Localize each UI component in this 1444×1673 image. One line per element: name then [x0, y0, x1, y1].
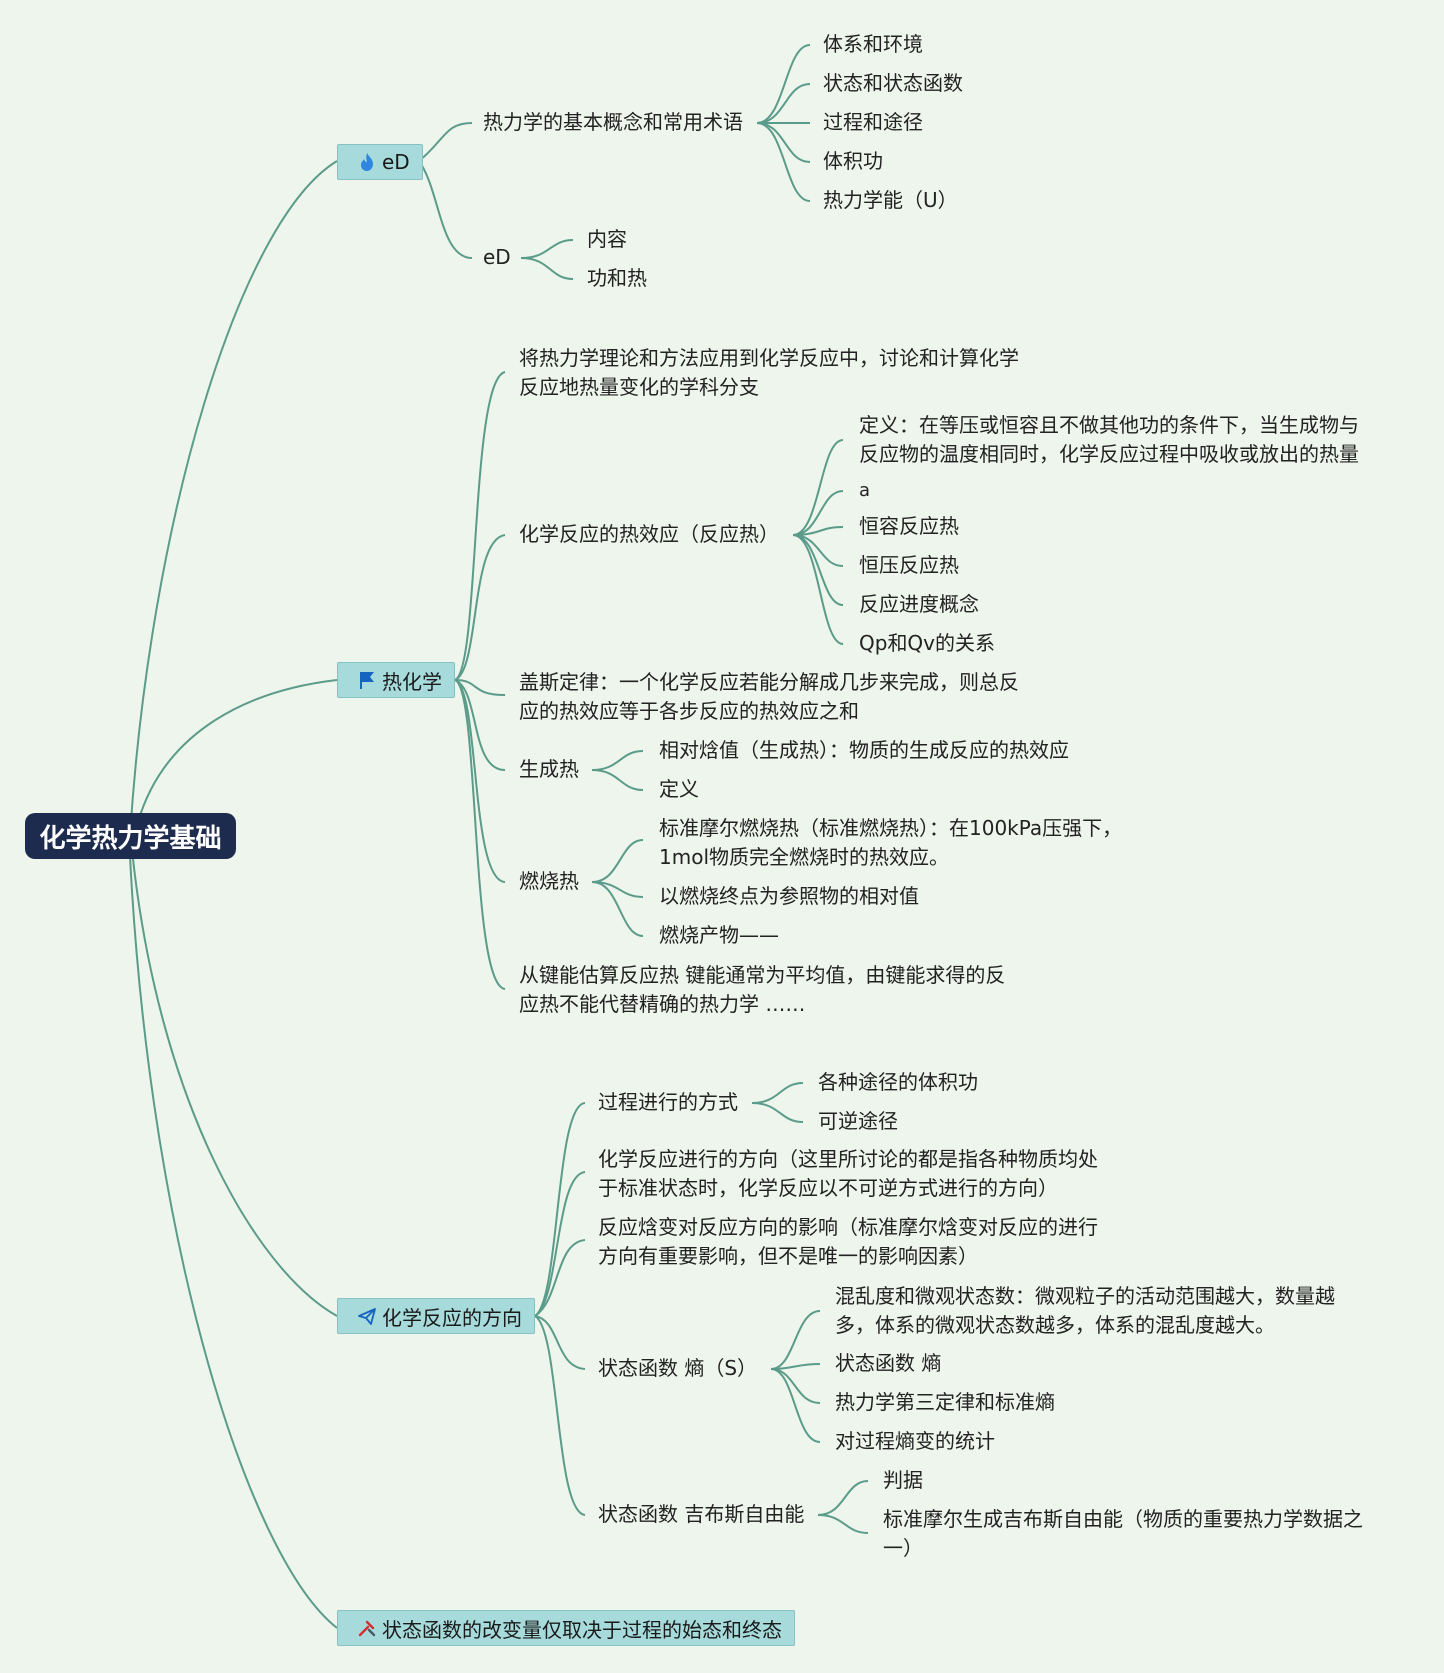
- link-root-b4: [129, 855, 338, 1629]
- node-item[interactable]: 内容: [587, 227, 627, 251]
- node-heat-effect[interactable]: 化学反应的热效应（反应热）: [519, 522, 779, 546]
- node-intro[interactable]: 将热力学理论和方法应用到化学反应中，讨论和计算化学 反应地热量变化的学科分支: [519, 346, 1019, 399]
- node-item[interactable]: a: [859, 480, 871, 501]
- node-item[interactable]: Qp和Qv的关系: [859, 631, 996, 655]
- branch-thermochemistry[interactable]: 热化学: [337, 662, 455, 698]
- node-item[interactable]: 体积功: [823, 149, 883, 173]
- node-item[interactable]: 状态和状态函数: [823, 71, 963, 95]
- node-direction[interactable]: 化学反应进行的方向（这里所讨论的都是指各种物质均处 于标准状态时，化学反应以不可…: [598, 1147, 1098, 1200]
- node-item[interactable]: 过程和途径: [823, 110, 923, 134]
- link-root-b2: [137, 679, 338, 823]
- node-entropy[interactable]: 状态函数 熵（S）: [598, 1356, 758, 1380]
- node-item[interactable]: 对过程熵变的统计: [835, 1429, 995, 1453]
- node-formation-heat[interactable]: 生成热: [519, 757, 579, 781]
- fire-icon: [356, 151, 378, 173]
- node-gibbs[interactable]: 状态函数 吉布斯自由能: [598, 1502, 805, 1526]
- root-node[interactable]: 化学热力学基础: [25, 813, 236, 859]
- node-item[interactable]: 反应进度概念: [859, 592, 979, 616]
- node-item[interactable]: 定义: [659, 777, 699, 801]
- node-item[interactable]: 热力学能（U）: [823, 188, 958, 212]
- node-item[interactable]: 以燃烧终点为参照物的相对值: [659, 884, 919, 908]
- branch-ed[interactable]: eD: [337, 144, 423, 180]
- link-b1-ed: [418, 160, 473, 259]
- branch-label: 热化学: [382, 669, 442, 694]
- node-definition[interactable]: 定义：在等压或恒容且不做其他功的条件下，当生成物与 反应物的温度相同时，化学反应…: [859, 413, 1359, 466]
- node-item[interactable]: 判据: [883, 1468, 923, 1492]
- link-b1-basic: [418, 122, 473, 162]
- node-item[interactable]: 状态函数 熵: [835, 1351, 942, 1375]
- node-basic-concepts[interactable]: 热力学的基本概念和常用术语: [483, 110, 743, 134]
- tools-icon: [356, 1617, 378, 1639]
- node-standard-gibbs[interactable]: 标准摩尔生成吉布斯自由能（物质的重要热力学数据之 一）: [883, 1507, 1363, 1560]
- link-root-b3: [131, 849, 338, 1317]
- node-hess-law[interactable]: 盖斯定律：一个化学反应若能分解成几步来完成，则总反 应的热效应等于各步反应的热效…: [519, 670, 1019, 723]
- node-disorder[interactable]: 混乱度和微观状态数：微观粒子的活动范围越大，数量越 多，体系的微观状态数越多，体…: [835, 1284, 1335, 1337]
- node-standard-combustion[interactable]: 标准摩尔燃烧热（标准燃烧热）：在100kPa压强下， 1mol物质完全燃烧时的热…: [659, 816, 1123, 869]
- node-item[interactable]: 功和热: [587, 266, 647, 290]
- node-enthalpy-effect[interactable]: 反应焓变对反应方向的影响（标准摩尔焓变对反应的进行 方向有重要影响，但不是唯一的…: [598, 1215, 1098, 1268]
- node-combustion-heat[interactable]: 燃烧热: [519, 869, 579, 893]
- node-item[interactable]: 相对焓值（生成热）：物质的生成反应的热效应: [659, 738, 1069, 762]
- branch-label: 化学反应的方向: [382, 1305, 522, 1330]
- branch-label: eD: [382, 150, 410, 174]
- paper-plane-icon: [356, 1305, 378, 1327]
- link-root-b1: [129, 160, 338, 837]
- node-item[interactable]: 恒压反应热: [859, 553, 959, 577]
- branch-label: 状态函数的改变量仅取决于过程的始态和终态: [382, 1617, 782, 1642]
- node-ed[interactable]: eD: [483, 245, 511, 269]
- flag-icon: [356, 669, 378, 691]
- node-process-mode[interactable]: 过程进行的方式: [598, 1090, 738, 1114]
- node-item[interactable]: 热力学第三定律和标准熵: [835, 1390, 1055, 1414]
- node-bond-energy[interactable]: 从键能估算反应热 键能通常为平均值，由键能求得的反 应热不能代替精确的热力学 ……: [519, 963, 1006, 1016]
- node-item[interactable]: 恒容反应热: [859, 514, 959, 538]
- node-item[interactable]: 燃烧产物——: [659, 923, 779, 947]
- node-item[interactable]: 可逆途径: [818, 1109, 898, 1133]
- branch-state-function[interactable]: 状态函数的改变量仅取决于过程的始态和终态: [337, 1610, 795, 1646]
- node-item[interactable]: 体系和环境: [823, 32, 923, 56]
- node-item[interactable]: 各种途径的体积功: [818, 1070, 978, 1094]
- branch-reaction-direction[interactable]: 化学反应的方向: [337, 1298, 535, 1334]
